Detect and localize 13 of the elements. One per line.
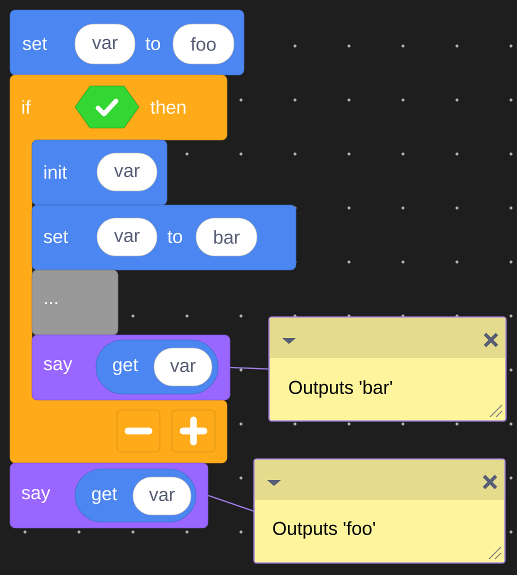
connector-line (230, 366, 268, 370)
variable-field: var (74, 24, 136, 64)
placeholder-block: ... (32, 270, 118, 336)
variable-field: var (96, 218, 158, 256)
variable-field: var (132, 476, 192, 516)
connector-line (208, 494, 254, 512)
value-field: bar (196, 218, 258, 256)
variable-field: var (96, 152, 158, 192)
variable-field: var (154, 348, 212, 386)
comment-box: Outputs 'bar' (268, 316, 507, 422)
value-field: foo (172, 24, 234, 64)
condition-hexagon (74, 86, 140, 128)
comment-box: Outputs 'foo' (253, 458, 506, 564)
